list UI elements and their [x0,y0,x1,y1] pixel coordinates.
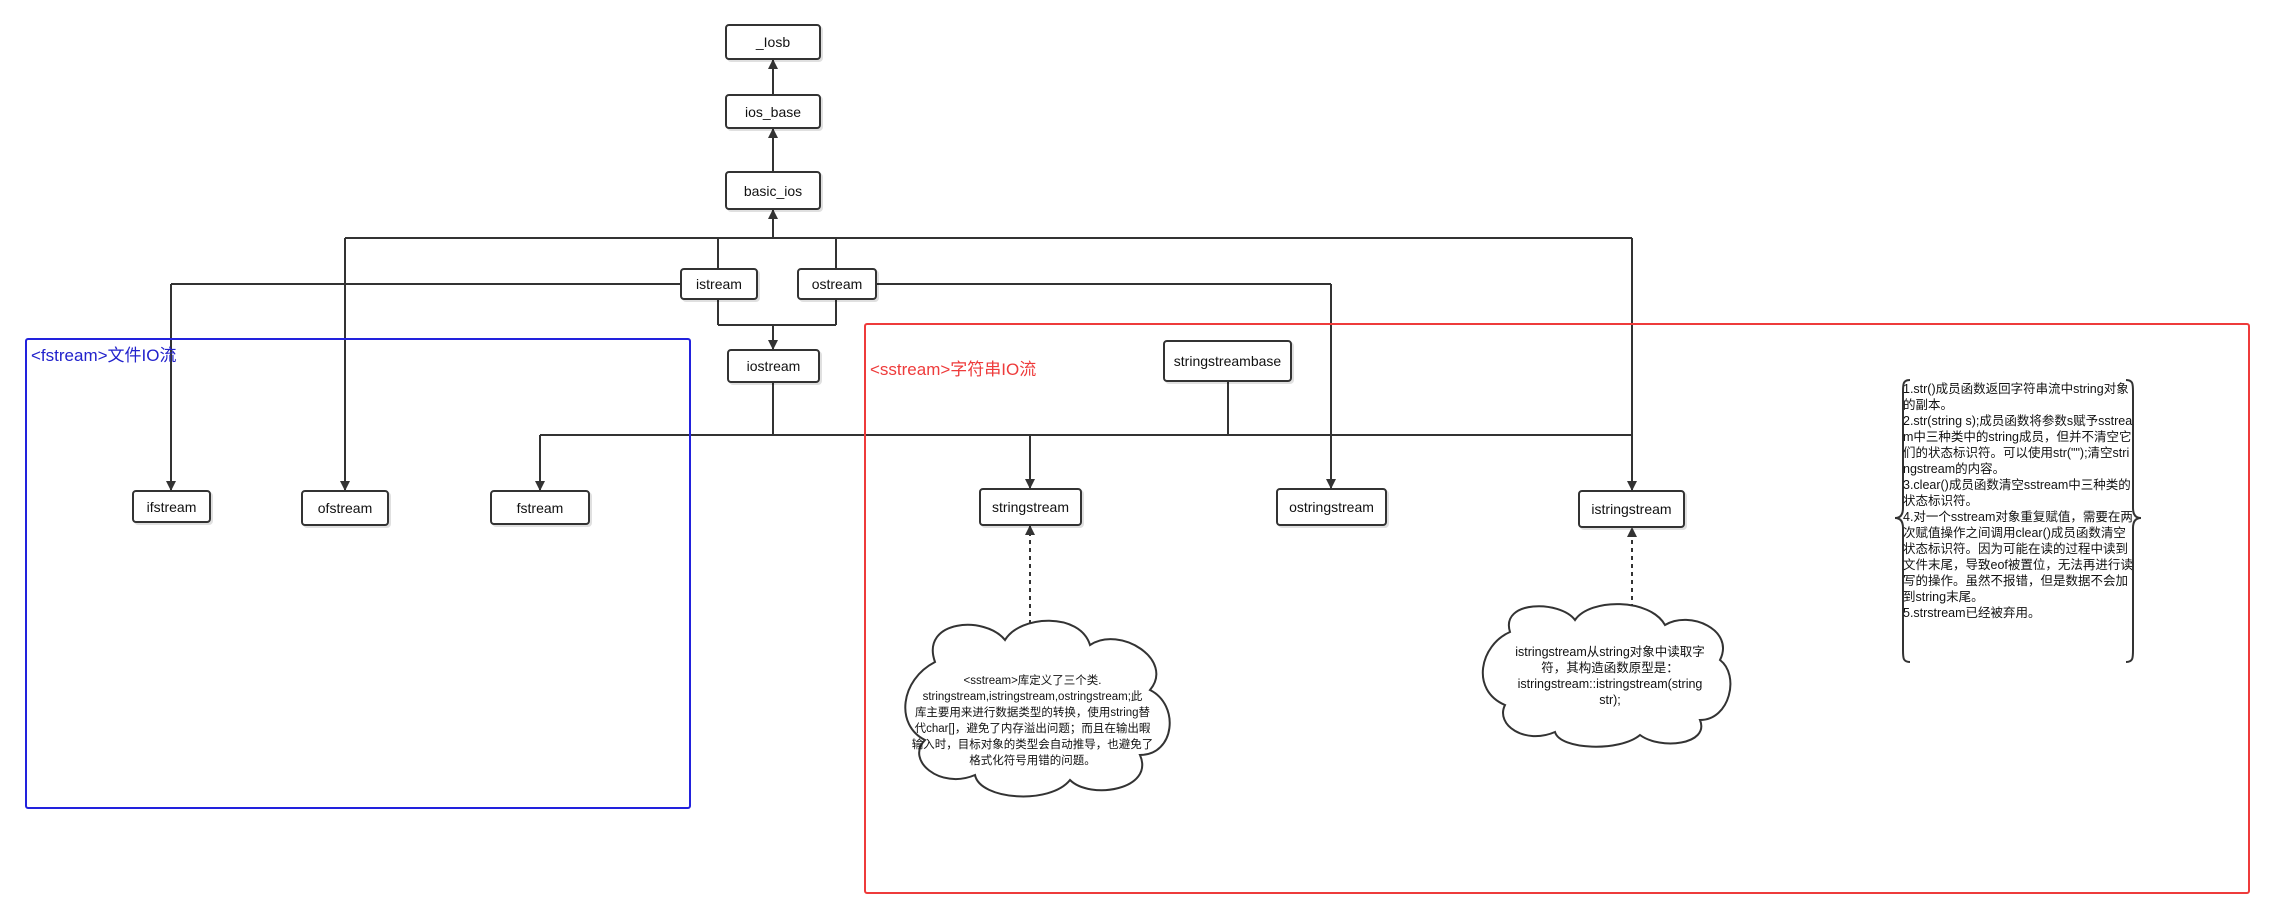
sstream-cloud-line: 代char[]，避免了内存溢出问题；而且在输出暇 [914,723,1151,735]
istringstream-cloud-line: istringstream从string对象中读取字 [1515,645,1705,659]
member-note-4: 4.对一个sstream对象重复赋值，需要在两次赋值操作之间调用clear()成… [1903,510,2133,604]
istringstream-cloud-line: str); [1599,693,1621,707]
istringstream-cloud-line: 符，其构造函数原型是： [1541,661,1679,675]
node-stringstreambase[interactable]: stringstreambase [1163,340,1292,382]
member-note-1: 1.str()成员函数返回字符串流中string对象的副本。 [1903,382,2129,412]
node-ostringstream[interactable]: ostringstream [1276,488,1387,526]
member-note-5: 5.strstream已经被弃用。 [1903,606,2041,620]
sstream-group-frame [864,323,2250,894]
node-stringstream[interactable]: stringstream [979,488,1082,526]
istringstream-cloud-line: istringstream::istringstream(string [1517,677,1703,691]
sstream-cloud-shape [904,619,1171,798]
notes-left-brace [1894,379,1911,663]
member-note-3: 3.clear()成员函数清空sstream中三种类的状态标识符。 [1903,478,2131,508]
node-iosb[interactable]: _Iosb [725,24,821,60]
sstream-group-title: <sstream>字符串IO流 [870,360,1037,379]
node-istream[interactable]: istream [680,268,758,300]
node-iostream[interactable]: iostream [727,349,820,383]
sstream-cloud-line: stringstream,istringstream,ostringstream… [922,691,1143,703]
node-ifstream[interactable]: ifstream [132,490,211,523]
sstream-cloud-line: <sstream>库定义了三个类. [963,675,1102,687]
sstream-cloud-line: 输入时，目标对象的类型会自动推导，也避免了 [911,739,1154,751]
sstream-cloud-line: 格式化符号用错的问题。 [969,755,1096,767]
member-notes: 1.str()成员函数返回字符串流中string对象的副本。 2.str(str… [1903,381,2133,621]
node-ios-base[interactable]: ios_base [725,94,821,129]
istringstream-cloud-note: istringstream从string对象中读取字 符，其构造函数原型是： i… [1490,644,1730,708]
sstream-cloud-note: <sstream>库定义了三个类. stringstream,istringst… [905,673,1160,769]
node-basic-ios[interactable]: basic_ios [725,171,821,210]
fstream-group-frame [25,338,691,809]
istringstream-cloud-shape [1481,603,1732,748]
fstream-group-title: <fstream>文件IO流 [31,346,177,365]
notes-right-brace [2125,379,2142,663]
member-note-2: 2.str(string s);成员函数将参数s赋予sstream中三种类中的s… [1903,414,2133,476]
node-ostream[interactable]: ostream [797,268,877,300]
sstream-cloud-line: 库主要用来进行数据类型的转换，使用string替 [914,707,1151,719]
node-fstream[interactable]: fstream [490,490,590,525]
node-istringstream[interactable]: istringstream [1578,490,1685,528]
node-ofstream[interactable]: ofstream [301,490,389,526]
